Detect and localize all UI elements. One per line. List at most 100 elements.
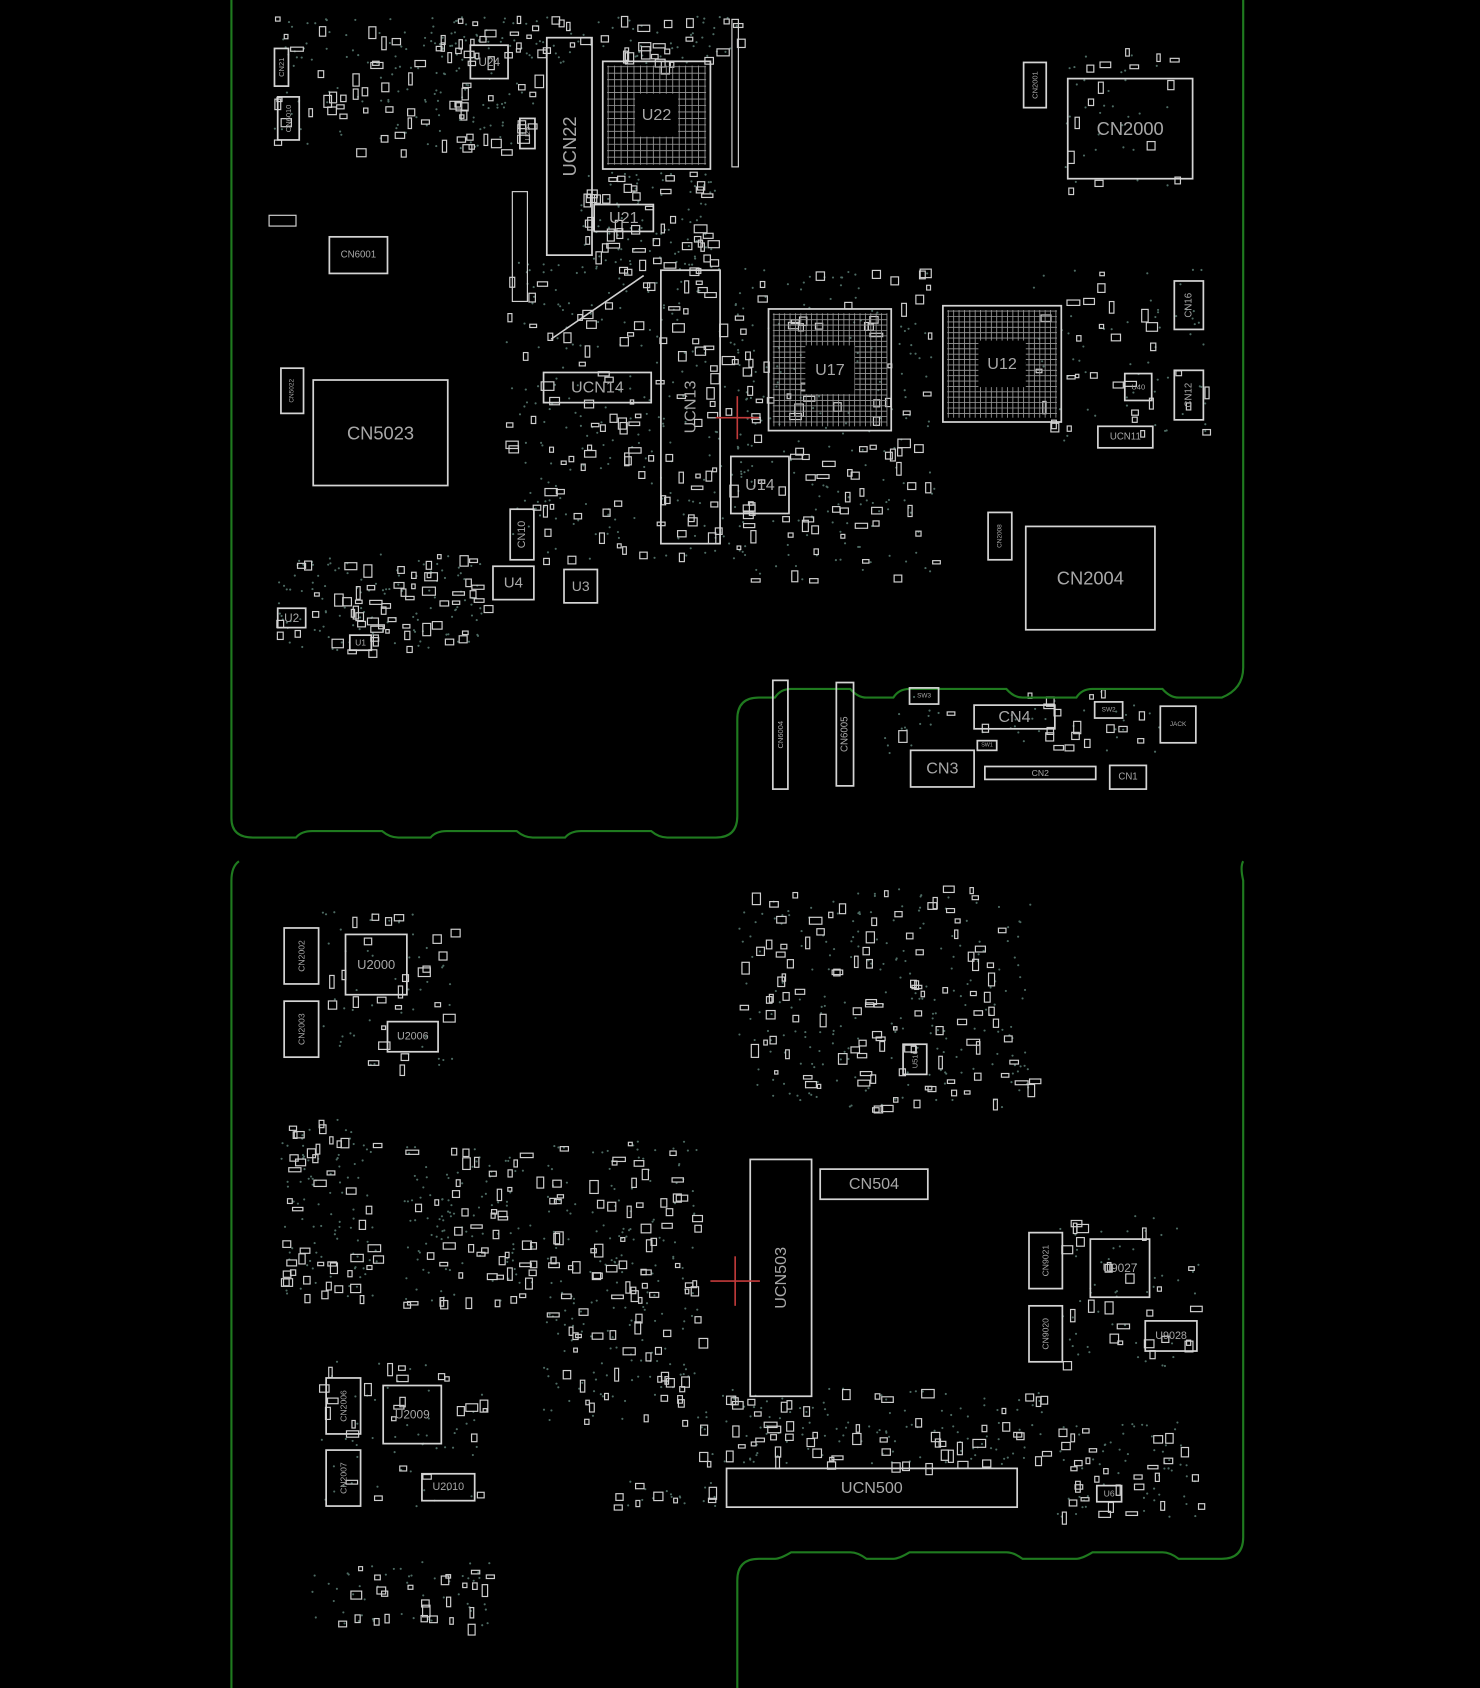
- component-outline: [469, 44, 509, 80]
- via-field: [273, 15, 1207, 1627]
- component-cn2001[interactable]: CN2001: [1022, 61, 1048, 109]
- component-ucn500[interactable]: UCN500: [725, 1467, 1019, 1509]
- component-cn504[interactable]: CN504: [819, 1168, 929, 1201]
- component-outline: [1066, 77, 1194, 180]
- component-label: U40: [1131, 383, 1145, 392]
- component-u24[interactable]: U24: [469, 44, 509, 80]
- bga-grids: [607, 65, 1057, 427]
- component-cn1[interactable]: CN1: [1108, 764, 1148, 790]
- component-label: SW1: [981, 742, 993, 748]
- component-outline: [563, 568, 599, 604]
- component-label: CN10: [516, 521, 528, 549]
- component-outline: [1089, 1238, 1151, 1299]
- component-ucn11[interactable]: UCN11: [1097, 425, 1154, 449]
- component-outline: [542, 371, 653, 404]
- component-sw1[interactable]: SW1: [976, 739, 998, 752]
- component-cn2003[interactable]: CN2003: [283, 1000, 320, 1059]
- component-u2009[interactable]: U2009: [382, 1384, 443, 1445]
- component-label: CN2003: [296, 1013, 306, 1045]
- component-cn2[interactable]: CN2: [984, 765, 1097, 781]
- component-cn2008[interactable]: CN2008: [987, 511, 1013, 561]
- component-cn6010[interactable]: CN6010: [276, 96, 301, 141]
- component-u6[interactable]: U6: [1095, 1484, 1123, 1503]
- component-cn4[interactable]: CN4: [973, 704, 1056, 730]
- component-outline: [1028, 1304, 1064, 1363]
- component-label: CN2004: [1057, 568, 1124, 589]
- component-cn12[interactable]: CN12: [1173, 369, 1205, 421]
- component-cn2000[interactable]: CN2000: [1066, 77, 1194, 180]
- component-label: U6: [1104, 1489, 1115, 1499]
- component-cn2007[interactable]: CN2007: [325, 1449, 362, 1507]
- component-cn5023[interactable]: CN5023: [312, 379, 449, 487]
- component-cn6004[interactable]: CN6004: [771, 679, 789, 790]
- component-ucn22[interactable]: UCN22: [545, 36, 593, 256]
- component-label: CN2007: [338, 1462, 348, 1494]
- component-label: CN3: [926, 760, 958, 778]
- component-cn2006[interactable]: CN2006: [325, 1377, 362, 1435]
- component-label: U1: [355, 638, 366, 648]
- component-outline: [283, 927, 320, 985]
- component-u4[interactable]: U4: [492, 565, 535, 601]
- component-label: CN9021: [1041, 1245, 1051, 1277]
- component-cn2002[interactable]: CN2002: [283, 927, 320, 985]
- component-outline: [344, 933, 408, 996]
- component-ucn13[interactable]: UCN13: [660, 269, 721, 545]
- component-u2010[interactable]: U2010: [421, 1472, 476, 1502]
- component-jack[interactable]: JACK: [1159, 705, 1197, 744]
- component-u12[interactable]: U12: [942, 304, 1063, 423]
- component-u40[interactable]: U40: [1123, 372, 1153, 402]
- component-u2006[interactable]: U2006: [386, 1020, 439, 1053]
- component-u17[interactable]: U17: [767, 308, 893, 432]
- component-outline: [519, 117, 536, 150]
- component-label: U2: [284, 611, 299, 625]
- component-ucn14[interactable]: UCN14: [542, 371, 653, 404]
- component-outline: [908, 687, 940, 705]
- component-cn9020[interactable]: CN9020: [1028, 1304, 1064, 1363]
- component-outline: [973, 704, 1056, 730]
- component-u2[interactable]: U2: [276, 607, 307, 629]
- component-u3[interactable]: U3: [563, 568, 599, 604]
- top-board-outline: [230, 0, 1245, 839]
- component-cn2004[interactable]: CN2004: [1024, 525, 1156, 631]
- component-ucn503[interactable]: UCN503: [749, 1158, 813, 1398]
- component-label: CN2002: [296, 940, 306, 972]
- component-label: CN2001: [1030, 71, 1039, 99]
- component-outline: [328, 235, 389, 275]
- component-cn10[interactable]: CN10: [509, 508, 535, 561]
- component-label: U2000: [357, 957, 395, 972]
- component-label: SW3: [917, 692, 931, 699]
- component-outline: [1173, 369, 1205, 421]
- component-u21[interactable]: U21: [593, 203, 655, 233]
- component-outline: [1095, 1484, 1123, 1503]
- component-cn6005[interactable]: CN6005: [835, 681, 855, 787]
- component-cn3[interactable]: CN3: [909, 749, 975, 788]
- component-cn16[interactable]: CN16: [1173, 280, 1205, 331]
- component-u22[interactable]: U22: [601, 60, 712, 170]
- component-outline: [942, 304, 1063, 423]
- component-cn6001[interactable]: CN6001: [328, 235, 389, 275]
- component-cn21[interactable]: CN21: [273, 47, 290, 87]
- component-u14[interactable]: U14: [729, 455, 790, 515]
- component-label: U22: [642, 106, 672, 124]
- component-outline: [601, 60, 712, 170]
- component-outline: [492, 565, 535, 601]
- component-u1[interactable]: U1: [348, 634, 373, 652]
- component-u9027[interactable]: U9027: [1089, 1238, 1151, 1299]
- component-u2000[interactable]: U2000: [344, 933, 408, 996]
- component-outline: [1123, 372, 1153, 402]
- component-outline: [767, 308, 893, 432]
- component-sw3[interactable]: SW3: [908, 687, 940, 705]
- component-cn5022[interactable]: CN5022: [280, 367, 305, 415]
- component-outline: [386, 1020, 439, 1053]
- component-u25[interactable]: U25: [519, 117, 536, 150]
- component-u9028[interactable]: U9028: [1144, 1320, 1198, 1352]
- component-cn9021[interactable]: CN9021: [1028, 1231, 1064, 1290]
- component-label: JACK: [1170, 721, 1187, 728]
- component-sw2[interactable]: SW2: [1093, 701, 1124, 719]
- component-u516[interactable]: U516: [902, 1043, 928, 1076]
- component-label: U25: [523, 127, 532, 141]
- component-outline: [283, 1000, 320, 1059]
- component-outline: [509, 508, 535, 561]
- bga-ball-grid-u22: [607, 65, 707, 165]
